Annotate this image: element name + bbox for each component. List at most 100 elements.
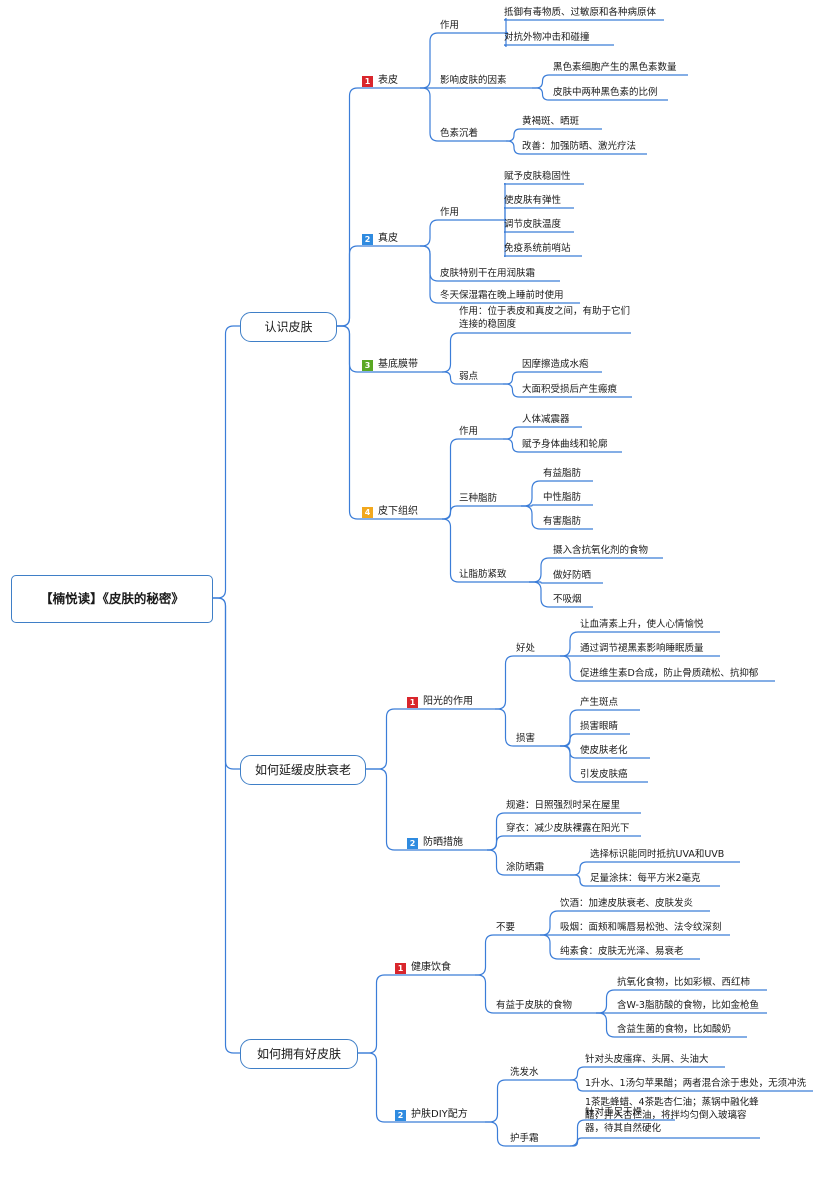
topic-1-1-1[interactable]: 作用 (440, 19, 459, 32)
topic-1-2-3[interactable]: 冬天保湿霜在晚上睡前时使用 (440, 289, 564, 302)
leaf-topic[interactable]: 赋予皮肤稳固性 (504, 170, 571, 183)
topic-connector (485, 1121, 510, 1147)
topic-label: 皮下组织 (378, 506, 418, 517)
leaf-topic[interactable]: 1茶匙蜂蜡、4茶匙杏仁油；蒸锅中融化蜂醋，拌入杏仁油，将拌均匀倒入玻璃容器，待其… (585, 1096, 760, 1135)
leaf-topic[interactable]: 使皮肤有弹性 (504, 194, 561, 207)
topic-3-1-2[interactable]: 有益于皮肤的食物 (496, 999, 572, 1012)
leaf-topic[interactable]: 调节皮肤温度 (504, 218, 561, 231)
leaf-connector (570, 861, 590, 876)
topic-label: 做好防晒 (553, 570, 592, 581)
leaf-topic[interactable]: 改善：加强防晒、激光疗法 (522, 140, 636, 153)
leaf-topic[interactable]: 使皮肤老化 (580, 744, 628, 757)
leaf-topic[interactable]: 摄入含抗氧化剂的食物 (553, 544, 648, 557)
topic-1-3-2[interactable]: 弱点 (459, 370, 478, 383)
root-topic[interactable]: 【楠悦读】《皮肤的秘密》 (11, 575, 213, 623)
topic-3-2-2[interactable]: 护手霜 (510, 1132, 539, 1145)
topic-connector (475, 934, 496, 976)
leaf-topic[interactable]: 抗氧化食物，比如彩椒、西红柿 (617, 976, 750, 989)
leaf-topic[interactable]: 1升水、1汤匀苹果醋；两者混合涂于患处，无须冲洗 (585, 1077, 806, 1090)
topic-1-4-1[interactable]: 作用 (459, 425, 478, 438)
leaf-topic[interactable]: 引发皮肤癌 (580, 768, 628, 781)
topic-label: 赋予身体曲线和轮廓 (522, 439, 608, 450)
topic-2-2-3[interactable]: 涂防晒霜 (506, 861, 544, 874)
topic-label: 免疫系统前哨站 (504, 243, 571, 254)
branch-connector (366, 768, 407, 851)
leaf-topic[interactable]: 做好防晒 (553, 569, 591, 582)
topic-2-2-1[interactable]: 规避：日照强烈时呆在屋里 (506, 799, 620, 812)
topic-label: 抗氧化食物，比如彩椒、西红柿 (617, 977, 751, 988)
topic-label: 三种脂肪 (459, 493, 498, 504)
branch-topic-1[interactable]: 认识皮肤 (240, 312, 337, 342)
topic-3-2-1[interactable]: 洗发水 (510, 1066, 539, 1079)
topic-label: 有益脂肪 (543, 468, 582, 479)
topic-2-1-1[interactable]: 好处 (516, 642, 535, 655)
topic-label: 使皮肤老化 (580, 745, 628, 756)
leaf-topic[interactable]: 含W-3脂肪酸的食物，比如金枪鱼 (617, 999, 759, 1012)
leaf-topic[interactable]: 皮肤中两种黑色素的比例 (553, 86, 658, 99)
topic-3-1-1[interactable]: 不要 (496, 921, 515, 934)
leaf-topic[interactable]: 通过调节褪黑素影响睡眠质量 (580, 642, 704, 655)
leaf-topic[interactable]: 含益生菌的食物，比如酸奶 (617, 1023, 731, 1036)
topic-1-1-3[interactable]: 色素沉着 (440, 127, 478, 140)
topic-label: 饮酒：加速皮肤衰老、皮肤发炎 (560, 898, 694, 909)
topic-1-2-1[interactable]: 作用 (440, 206, 459, 219)
leaf-topic[interactable]: 损害眼睛 (580, 720, 618, 733)
leaf-connector (560, 631, 580, 657)
leaf-topic[interactable]: 纯素食：皮肤无光泽、易衰老 (560, 945, 684, 958)
topic-1-4-2[interactable]: 三种脂肪 (459, 492, 497, 505)
leaf-topic[interactable]: 黑色素细胞产生的黑色素数量 (553, 61, 677, 74)
leaf-topic[interactable]: 人体减震器 (522, 413, 570, 426)
leaf-topic[interactable]: 吸烟：面颊和嘴唇易松弛、法令纹深刻 (560, 921, 722, 934)
leaf-topic[interactable]: 有益脂肪 (543, 467, 581, 480)
branch-topic-2[interactable]: 如何延缓皮肤衰老 (240, 755, 366, 785)
leaf-topic[interactable]: 让血清素上升，使人心情愉悦 (580, 618, 704, 631)
topic-connector (442, 518, 459, 583)
leaf-connector (521, 504, 543, 507)
leaf-topic[interactable]: 足量涂抹：每平方米2毫克 (590, 872, 701, 885)
leaf-topic[interactable]: 有害脂肪 (543, 515, 581, 528)
leaf-connector (521, 480, 543, 507)
leaf-topic[interactable]: 抵御有毒物质、过敏原和各种病原体 (504, 6, 656, 19)
leaf-topic[interactable]: 促进维生素D合成，防止骨质疏松、抗抑郁 (580, 667, 758, 680)
topic-label: 吸烟：面颊和嘴唇易松弛、法令纹深刻 (560, 922, 722, 933)
leaf-connector (570, 1066, 585, 1081)
topic-connector (442, 438, 459, 520)
leaf-topic[interactable]: 赋予身体曲线和轮廓 (522, 438, 608, 451)
topic-1-2-2[interactable]: 皮肤特别干在用润肤霜 (440, 267, 535, 280)
topic-2-2-2[interactable]: 穿衣：减少皮肤裸露在阳光下 (506, 822, 630, 835)
leaf-topic[interactable]: 选择标识能同时抵抗UVA和UVB (590, 848, 724, 861)
leaf-connector (569, 1119, 586, 1147)
topic-label: 防晒措施 (423, 837, 463, 848)
topic-1-3-1[interactable]: 作用：位于表皮和真皮之间，有助于它们连接的稳固度 (459, 305, 631, 331)
branch-topic-3[interactable]: 如何拥有好皮肤 (240, 1039, 358, 1069)
priority-1-badge: 1 (407, 697, 418, 708)
leaf-topic[interactable]: 大面积受损后产生瘢痕 (522, 383, 617, 396)
leaf-topic[interactable]: 饮酒：加速皮肤衰老、皮肤发炎 (560, 897, 693, 910)
topic-2-1-2[interactable]: 损害 (516, 732, 535, 745)
topic-label: 护手霜 (510, 1133, 539, 1144)
leaf-topic[interactable]: 黄褐斑、晒斑 (522, 115, 579, 128)
leaf-topic[interactable]: 针对头皮瘙痒、头屑、头油大 (585, 1053, 709, 1066)
leaf-topic[interactable]: 针对手足干燥 (585, 1106, 642, 1119)
leaf-connector (596, 1012, 617, 1038)
leaf-topic[interactable]: 中性脂肪 (543, 491, 581, 504)
leaf-connector (521, 505, 543, 530)
branch-connector (358, 974, 395, 1054)
topic-1-1-2[interactable]: 影响皮肤的因素 (440, 74, 507, 87)
leaf-topic[interactable]: 不吸烟 (553, 593, 582, 606)
topic-connector (485, 1079, 510, 1123)
leaf-connector (506, 128, 522, 142)
leaf-topic[interactable]: 因摩擦造成水疱 (522, 358, 589, 371)
topic-1-4-3[interactable]: 让脂肪紧致 (459, 568, 507, 581)
leaf-topic[interactable]: 免疫系统前哨站 (504, 242, 571, 255)
leaf-topic[interactable]: 产生斑点 (580, 696, 618, 709)
leaf-topic[interactable]: 对抗外物冲击和碰撞 (504, 31, 590, 44)
